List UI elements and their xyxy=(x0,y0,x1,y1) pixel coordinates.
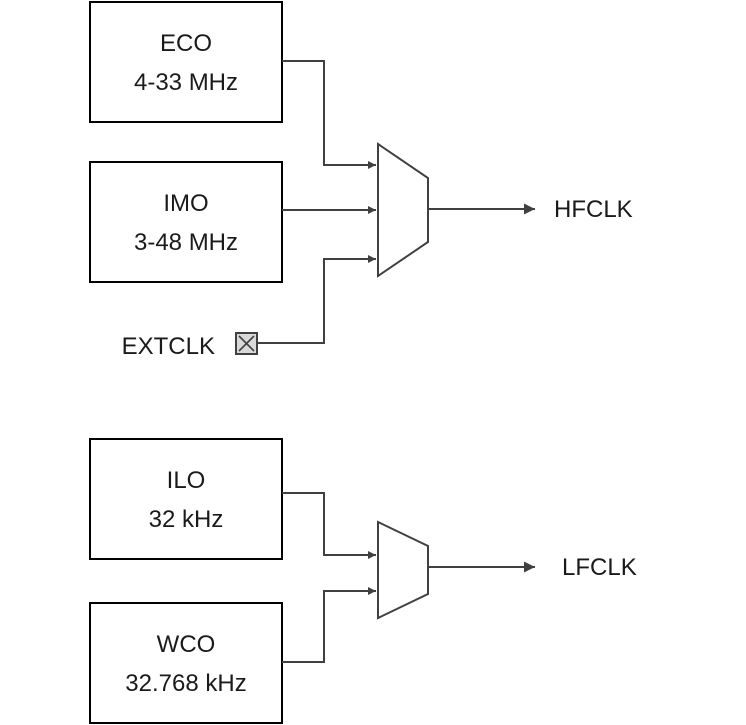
wco-to-mux-wire xyxy=(282,587,376,663)
imo-range: 3-48 MHz xyxy=(134,229,238,256)
hfclk-label: HFCLK xyxy=(554,196,633,223)
eco-to-mux-wire xyxy=(282,60,376,169)
hfclk-mux xyxy=(377,142,429,278)
eco-block: ECO 4-33 MHz xyxy=(89,1,283,123)
lfclk-label: LFCLK xyxy=(562,554,637,581)
ilo-to-mux-wire xyxy=(282,492,376,559)
extclk-label: EXTCLK xyxy=(122,333,215,360)
extclk-pin-icon xyxy=(235,332,258,355)
ilo-block: ILO 32 kHz xyxy=(89,438,283,560)
wco-name: WCO xyxy=(157,631,216,658)
wco-range: 32.768 kHz xyxy=(125,670,246,697)
eco-name: ECO xyxy=(160,30,212,57)
wco-block: WCO 32.768 kHz xyxy=(89,602,283,724)
ilo-range: 32 kHz xyxy=(149,506,224,533)
extclk-to-mux-wire xyxy=(257,255,376,344)
lfclk-group: ILO 32 kHz WCO 32.768 kHz LFCLK xyxy=(89,438,637,724)
eco-range: 4-33 MHz xyxy=(134,69,238,96)
hfclk-group: ECO 4-33 MHz IMO 3-48 MHz EXTCLK HFCLK xyxy=(89,1,633,360)
lfclk-mux xyxy=(377,520,429,620)
imo-block: IMO 3-48 MHz xyxy=(89,161,283,283)
ilo-name: ILO xyxy=(167,467,206,494)
imo-name: IMO xyxy=(163,190,208,217)
